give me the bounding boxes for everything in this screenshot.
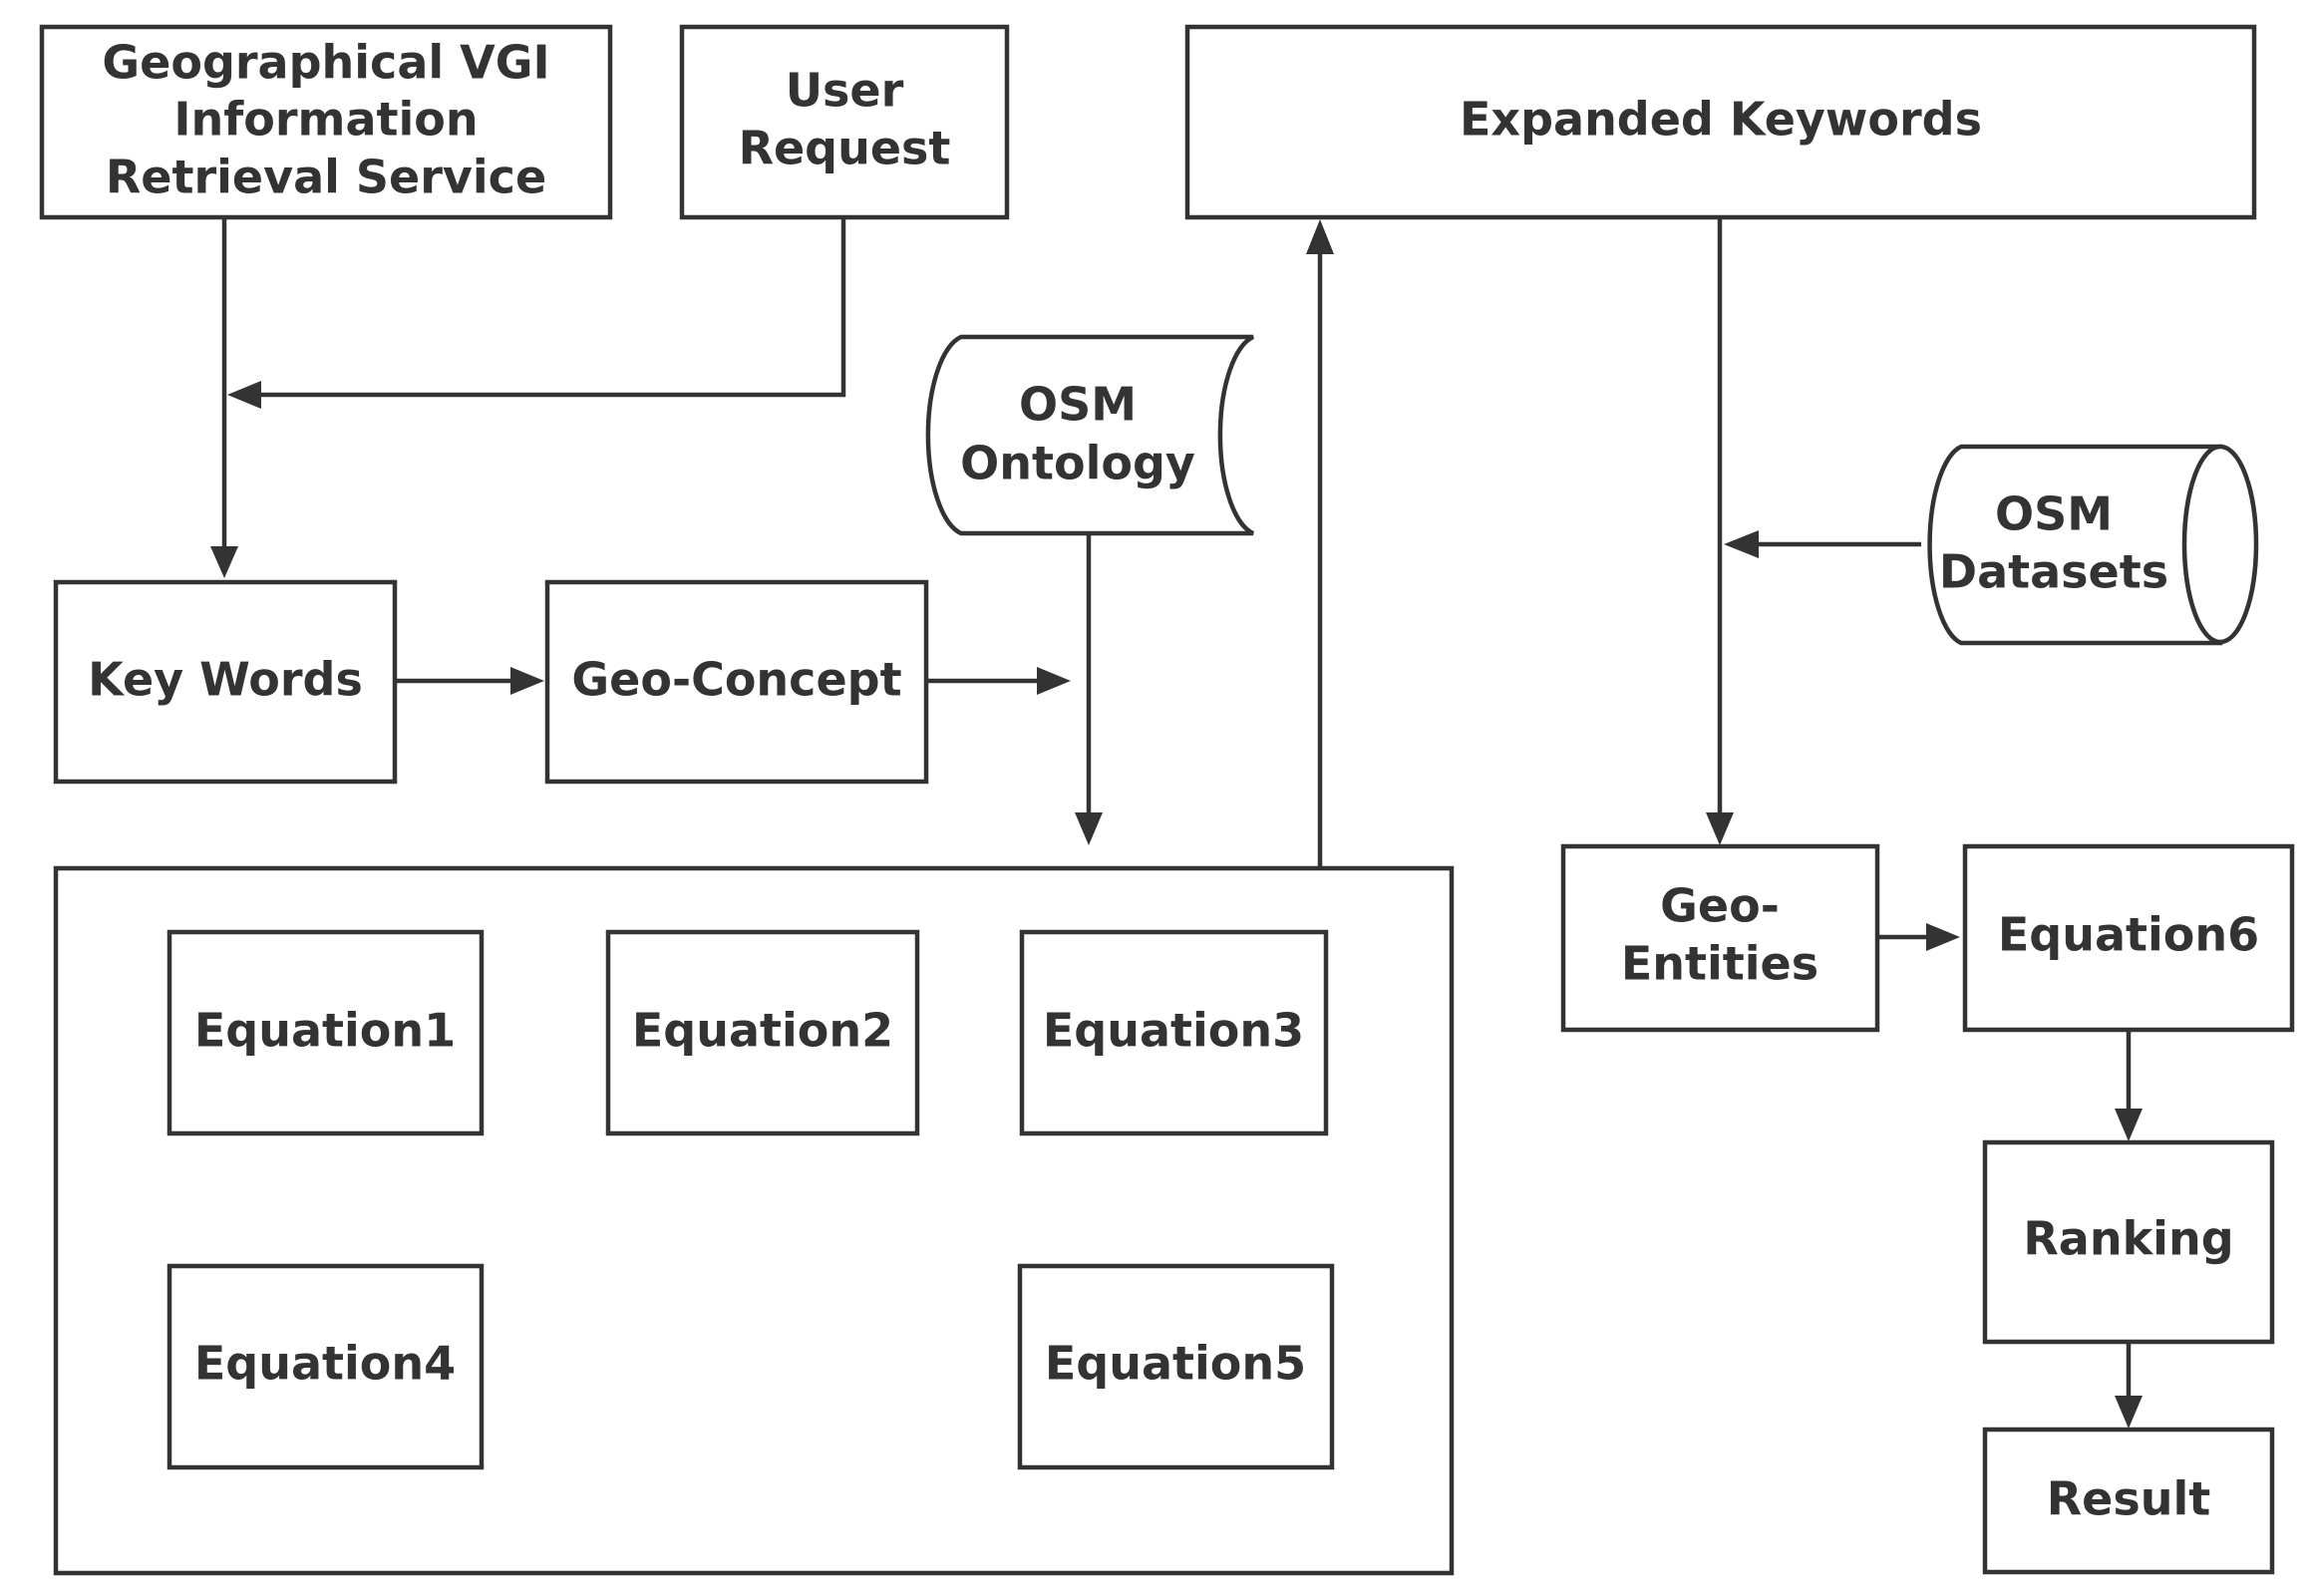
- connector-geoconcept-to-ontology-line: [927, 667, 1071, 695]
- node-user-request-line2: Request: [739, 122, 951, 175]
- node-user-request: User Request: [679, 24, 1010, 220]
- node-expanded-keywords-label: Expanded Keywords: [1460, 93, 1982, 147]
- node-equation6-label: Equation6: [1998, 908, 2259, 962]
- node-equation3: Equation3: [1019, 929, 1329, 1136]
- node-equation4: Equation4: [166, 1263, 485, 1470]
- node-osm-datasets-line2: Datasets: [1939, 545, 2168, 599]
- node-ranking-label: Ranking: [2023, 1212, 2233, 1266]
- node-key-words: Key Words: [53, 579, 398, 785]
- node-geo-entities-line1: Geo-: [1660, 879, 1780, 933]
- connector-keywords-to-geoconcept: [397, 667, 544, 695]
- node-expanded-keywords: Expanded Keywords: [1184, 24, 2257, 220]
- connector-user-request-to-service-line: [227, 219, 846, 409]
- connector-service-to-keywords: [210, 219, 238, 578]
- node-osm-ontology-line1: OSM: [1019, 378, 1137, 432]
- connector-expanded-keywords-to-geoentities: [1706, 219, 1734, 845]
- connector-ranking-to-result: [2115, 1342, 2143, 1429]
- connector-ontology-to-equations: [1075, 530, 1103, 845]
- connector-equations-to-expanded-keywords: [1306, 219, 1334, 866]
- node-equation6: Equation6: [1962, 843, 2295, 1033]
- node-user-request-line1: User: [786, 64, 904, 118]
- node-osm-ontology-line2: Ontology: [960, 437, 1195, 490]
- node-geo-entities: Geo- Entities: [1560, 843, 1880, 1033]
- node-geo-entities-line2: Entities: [1621, 937, 1818, 991]
- node-osm-datasets-database: OSM Datasets: [1927, 444, 2259, 646]
- node-equation2-label: Equation2: [632, 1004, 893, 1058]
- node-key-words-label: Key Words: [88, 653, 363, 707]
- node-equation1-label: Equation1: [194, 1004, 456, 1058]
- node-result: Result: [1982, 1427, 2275, 1575]
- node-equation3-label: Equation3: [1043, 1004, 1304, 1058]
- node-geo-vgi-line2: Information: [173, 93, 478, 147]
- node-geo-concept: Geo-Concept: [544, 579, 929, 785]
- node-osm-ontology-database: OSM Ontology: [925, 334, 1254, 536]
- node-equation1: Equation1: [166, 929, 485, 1136]
- node-equation5: Equation5: [1017, 1263, 1335, 1470]
- connector-geoentities-to-equation6: [1876, 923, 1960, 951]
- node-equation5-label: Equation5: [1045, 1337, 1306, 1391]
- node-osm-datasets-line1: OSM: [1995, 487, 2113, 541]
- node-geo-vgi-line3: Retrieval Service: [106, 151, 546, 204]
- node-ranking: Ranking: [1982, 1139, 2275, 1345]
- connector-equation6-to-ranking: [2115, 1031, 2143, 1141]
- node-geo-vgi-line1: Geographical VGI: [102, 36, 549, 90]
- node-geo-vgi-retrieval-service: Geographical VGI Information Retrieval S…: [39, 24, 613, 220]
- node-result-label: Result: [2047, 1472, 2211, 1526]
- node-geo-concept-label: Geo-Concept: [571, 653, 901, 707]
- node-equation2: Equation2: [605, 929, 920, 1136]
- node-equation4-label: Equation4: [194, 1337, 456, 1391]
- connector-datasets-to-keywords-line: [1724, 530, 1921, 558]
